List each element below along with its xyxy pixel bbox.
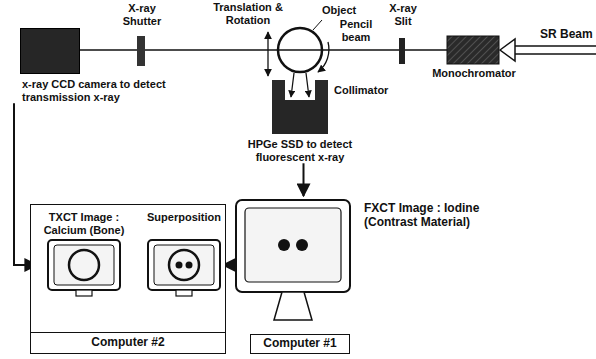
shutter-bar [137,36,145,66]
node-text: HPGe SSD to detect fluorescent x-ray [225,134,375,163]
node-text: Computer #2 [31,332,225,353]
monitor-stand [76,290,92,296]
rotation-arrow [318,42,329,72]
part-label: Monochromator [428,67,520,80]
node-text: Computer #1 [251,335,349,353]
collimator-block [315,80,328,100]
fluorescence-arrow [291,73,294,97]
fluorescence-arrow [306,73,309,97]
device-node: HPGe SSD to detect fluorescent x-ray [225,100,375,163]
monitor-stand [274,292,312,320]
monitor-node: TXCT Image : Calcium (Bone) [37,211,131,298]
iodine-dot [296,239,308,251]
monitor-stand [176,290,192,296]
part-label: Collimator [334,84,404,97]
ccd-camera-block [20,28,80,74]
node-text: FXCT Image : Iodine (Contrast Material) [356,196,522,230]
monitor-screen [54,245,114,285]
monochromator-block [447,36,499,64]
device-node: x-ray CCD camera to detect transmission … [8,28,184,103]
monitor-icon [232,196,356,322]
iodine-dot [186,262,193,269]
monitor-node: FXCT Image : Iodine (Contrast Material) [232,196,524,322]
computer-box: Computer #1 [250,334,350,354]
sr-beam-line [514,53,596,55]
sr-beam-arrowhead [500,39,515,61]
sr-beam-line [514,45,596,47]
object-leader [313,20,322,30]
monitor-screen [154,245,214,285]
node-text: Superposition [147,211,221,238]
monitor-node: Superposition [145,211,223,298]
monitor-icon [146,238,222,298]
detector-block [272,100,328,134]
iodine-dot [176,262,183,269]
monitor-frame [236,200,350,292]
monitor-icon [46,238,122,298]
part-label: X-ray Shutter [114,2,170,27]
part-label: X-ray Slit [384,2,422,27]
bone-circle [69,250,99,280]
computer-panel: Computer #2 TXCT Image : Calcium (Bone) Su… [30,204,226,354]
slit-bar [399,38,405,64]
node-text: TXCT Image : Calcium (Bone) [37,211,131,238]
bone-circle [169,250,199,280]
translation-arrow [267,32,268,76]
monitor-frame [48,240,120,290]
part-label: SR Beam [540,28,594,42]
part-label: Translation & Rotation [206,1,290,26]
monitor-screen [245,208,341,282]
monitor-frame [148,240,220,290]
connector-arrow [303,163,305,196]
part-label: Pencil beam [334,18,378,43]
part-label: Object [322,4,372,17]
node-text: x-ray CCD camera to detect transmission … [8,74,184,103]
collimator-block [272,80,285,100]
object-circle [278,28,322,72]
iodine-dot [278,239,290,251]
pencil-beam-line [78,49,447,51]
